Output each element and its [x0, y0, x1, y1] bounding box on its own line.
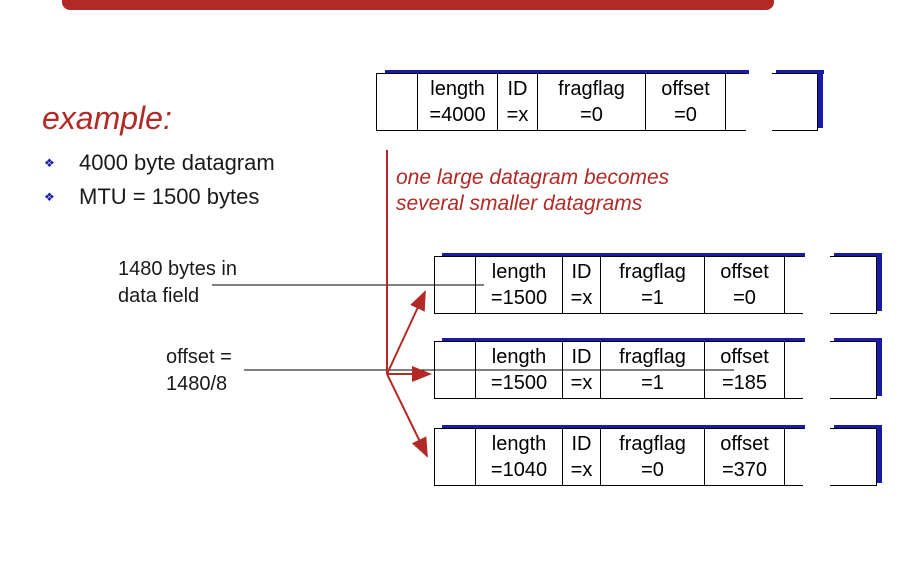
diamond-bullet-icon: ❖: [44, 190, 55, 204]
field-value: =1040: [490, 459, 548, 481]
data-blank-cell: [726, 73, 746, 131]
field-value: =x: [570, 287, 593, 309]
field-value: =4000: [429, 104, 486, 126]
id-field: ID =x: [563, 428, 601, 486]
title-underline-bar: [62, 0, 774, 10]
field-value: =0: [733, 287, 756, 309]
id-field: ID =x: [498, 73, 538, 131]
fragment-1-datagram: length =1500 ID =x fragflag =1 offset =0: [434, 256, 803, 314]
length-field: length =1040: [476, 428, 563, 486]
fragment-3-tail-shadow: [877, 425, 882, 483]
field-name: fragflag: [558, 78, 625, 100]
bullet-text: MTU = 1500 bytes: [79, 184, 260, 209]
field-value: =0: [580, 104, 603, 126]
example-heading: example:: [42, 100, 172, 136]
original-datagram-tail: [772, 73, 818, 131]
fragment-3-tail-shadow: [834, 425, 882, 429]
field-value: =1500: [490, 287, 548, 309]
data-field-label: 1480 bytes in data field: [118, 256, 237, 310]
field-name: offset: [720, 261, 769, 283]
fragment-2-tail: [830, 341, 877, 399]
original-datagram: length =4000 ID =x fragflag =0 offset =0: [376, 73, 746, 131]
data-blank-cell: [785, 428, 803, 486]
field-value: =0: [641, 459, 664, 481]
fragment-1-tail: [830, 256, 877, 314]
data-blank-cell: [785, 341, 803, 399]
bullet-item: ❖ 4000 byte datagram: [44, 146, 275, 180]
header-blank-cell: [376, 73, 418, 131]
fragmentation-caption: one large datagram becomes several small…: [396, 165, 669, 217]
offset-field: offset =0: [705, 256, 785, 314]
field-name: ID: [507, 78, 528, 100]
bullet-item: ❖ MTU = 1500 bytes: [44, 180, 275, 214]
field-value: =x: [570, 459, 593, 481]
field-value: =x: [570, 372, 593, 394]
fragment-2-shadow: [442, 338, 805, 342]
header-blank-cell: [434, 428, 476, 486]
data-field-label-line-1: 1480 bytes in: [118, 258, 237, 280]
bullet-text: 4000 byte datagram: [79, 150, 275, 175]
length-field: length =1500: [476, 256, 563, 314]
field-name: length: [491, 346, 547, 368]
offset-field: offset =370: [705, 428, 785, 486]
caption-line-2: several smaller datagrams: [396, 192, 643, 215]
field-name: offset: [720, 433, 769, 455]
original-tail-shadow: [776, 70, 824, 74]
offset-label-line-2: 1480/8: [166, 373, 228, 395]
field-name: fragflag: [619, 433, 686, 455]
field-value: =x: [506, 104, 529, 126]
field-name: ID: [571, 261, 592, 283]
fragment-2-tail-shadow: [834, 338, 882, 342]
field-name: fragflag: [619, 346, 686, 368]
field-name: offset: [720, 346, 769, 368]
data-blank-cell: [785, 256, 803, 314]
data-field-label-line-2: data field: [118, 285, 200, 307]
field-value: =1: [641, 372, 664, 394]
offset-field: offset =0: [646, 73, 726, 131]
field-name: length: [491, 261, 547, 283]
arrow-to-fragment-1: [386, 290, 426, 375]
field-value: =370: [721, 459, 768, 481]
fragment-1-tail-shadow: [877, 253, 882, 311]
original-datagram-shadow: [385, 70, 749, 74]
fragment-3-datagram: length =1040 ID =x fragflag =0 offset =3…: [434, 428, 803, 486]
field-value: =0: [674, 104, 697, 126]
offset-label: offset = 1480/8: [166, 344, 232, 398]
original-tail-shadow: [818, 70, 823, 128]
fragment-1-shadow: [442, 253, 805, 257]
field-value: =185: [721, 372, 768, 394]
field-name: ID: [571, 433, 592, 455]
offset-label-line-1: offset =: [166, 346, 232, 368]
fragment-1-tail-shadow: [834, 253, 882, 257]
fragflag-field: fragflag =0: [601, 428, 705, 486]
field-name: length: [430, 78, 485, 100]
fragflag-field: fragflag =1: [601, 256, 705, 314]
field-value: =1500: [490, 372, 548, 394]
field-name: offset: [661, 78, 710, 100]
fragflag-field: fragflag =0: [538, 73, 646, 131]
fragment-3-shadow: [442, 425, 805, 429]
field-value: =1: [641, 287, 664, 309]
arrow-to-fragment-3: [386, 373, 428, 458]
length-field: length =4000: [418, 73, 498, 131]
field-name: length: [491, 433, 547, 455]
caption-line-1: one large datagram becomes: [396, 166, 670, 189]
id-field: ID =x: [563, 256, 601, 314]
fragment-3-tail: [830, 428, 877, 486]
field-name: ID: [571, 346, 592, 368]
fragment-2-tail-shadow: [877, 338, 882, 396]
field-name: fragflag: [619, 261, 686, 283]
diamond-bullet-icon: ❖: [44, 156, 55, 170]
example-bullet-list: ❖ 4000 byte datagram ❖ MTU = 1500 bytes: [44, 146, 275, 214]
